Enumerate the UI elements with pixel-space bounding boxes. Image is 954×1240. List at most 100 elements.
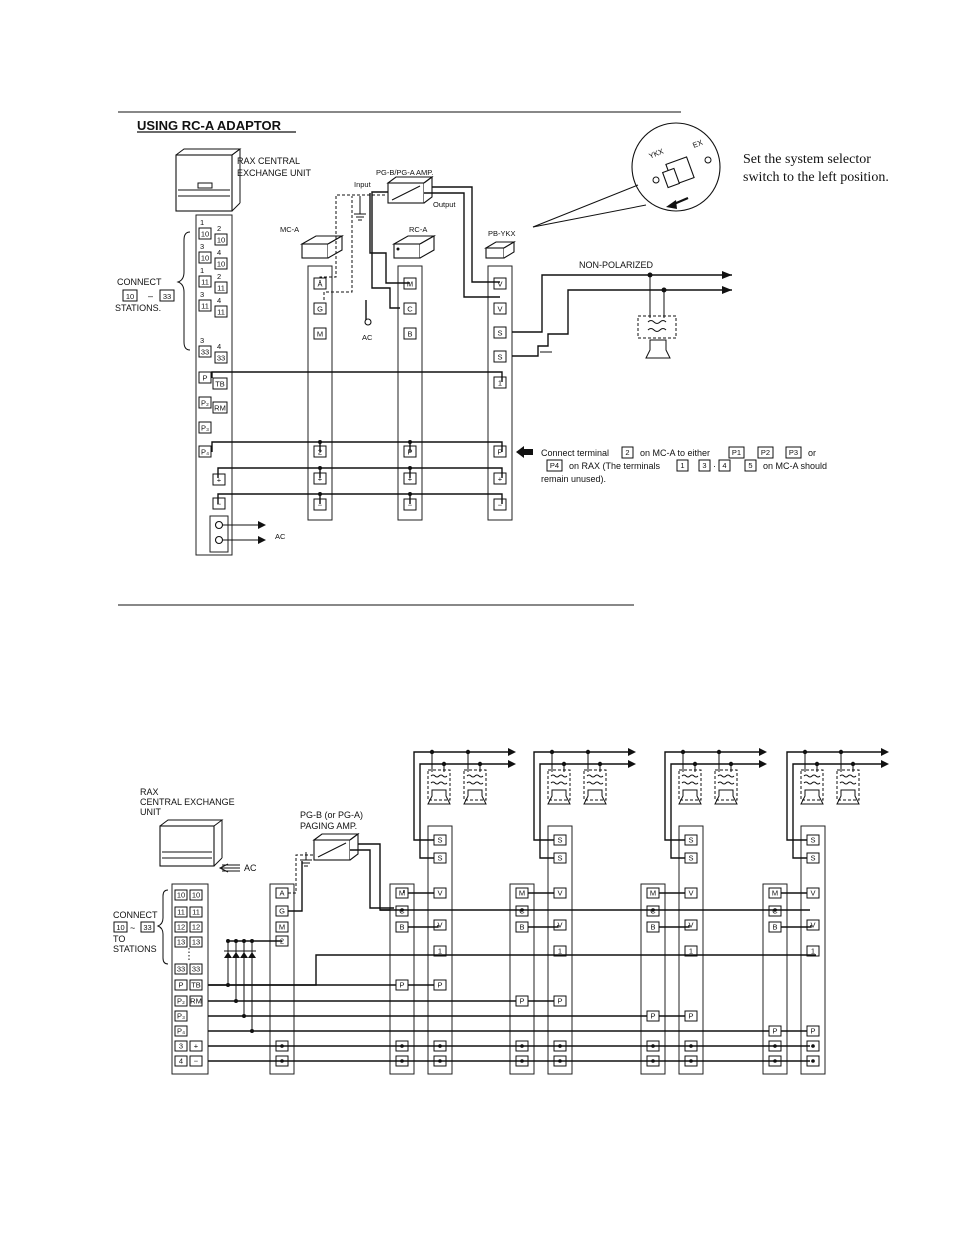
note-line1-b: on MC-A to either bbox=[640, 448, 710, 458]
note-t3: 3 bbox=[702, 461, 706, 470]
rax-term-sup: 3 bbox=[200, 290, 204, 299]
pb-ykx-terminal-strip bbox=[487, 265, 513, 521]
rc-a2-terminal-strip bbox=[389, 883, 415, 1075]
mc-a-label: MC-A bbox=[280, 225, 299, 234]
connect-to: 33 bbox=[163, 292, 171, 301]
rc-a2-term-label: P bbox=[519, 997, 524, 1006]
paging-amp-drawing bbox=[386, 175, 434, 204]
speaker-box bbox=[547, 769, 571, 801]
rax-term-sup: 2 bbox=[217, 272, 221, 281]
rax-term-b-label: 11 bbox=[217, 308, 225, 317]
rax-term-a: 11 bbox=[198, 275, 212, 288]
speaker-box bbox=[678, 769, 702, 801]
ykx2-term: V bbox=[433, 919, 447, 931]
rc-a-label: RC-A bbox=[409, 225, 427, 234]
ykx2-term-label: 1 bbox=[558, 947, 562, 956]
ykx2-terminal-strip bbox=[800, 825, 826, 1075]
rax-label-line1: RAX CENTRAL bbox=[237, 156, 300, 166]
amp-label: PG-B/PG-A AMP. bbox=[376, 168, 433, 177]
pb-ykx-term: S bbox=[493, 326, 507, 339]
rax2-term-a: 11 bbox=[174, 906, 188, 918]
diode-icon bbox=[240, 952, 248, 958]
mc-a-drawing bbox=[299, 235, 345, 259]
rax-term-a: 10 bbox=[198, 251, 212, 264]
rax-term-sup: 4 bbox=[217, 342, 221, 351]
ykx2-term: S bbox=[553, 852, 567, 864]
rax2-unit-drawing bbox=[159, 819, 224, 867]
rax-term-b: 10 bbox=[214, 233, 228, 246]
amp2-label-line2: PAGING AMP. bbox=[300, 821, 357, 831]
rax2-term-a: 10 bbox=[174, 889, 188, 901]
line-arrow-icon bbox=[759, 748, 767, 756]
rax-term-b: 33 bbox=[214, 351, 228, 364]
rax2-term-a: 13 bbox=[174, 936, 188, 948]
mc-a2-term: M bbox=[275, 921, 289, 933]
selector-note-line1: Set the system selector bbox=[743, 152, 871, 167]
ac-plug-label: AC bbox=[362, 333, 373, 342]
rc-a-term-label: − bbox=[408, 501, 413, 510]
rc-a2-term: M bbox=[646, 887, 660, 899]
pb-ykx-term-label: V bbox=[497, 305, 502, 314]
rax2-term-a-label: 12 bbox=[177, 923, 185, 932]
diagram-paging-multiple: RAX CENTRAL EXCHANGE UNIT AC CONNECT 10 … bbox=[113, 748, 889, 1075]
speaker-box bbox=[427, 769, 451, 801]
rax2-ac-label: AC bbox=[244, 863, 257, 873]
rax2-term-a-label: 10 bbox=[177, 891, 185, 900]
ykx2-term: S bbox=[433, 834, 447, 846]
rc-a2-terminal-strip bbox=[640, 883, 666, 1075]
ykx2-term: 1 bbox=[806, 945, 820, 957]
rax2-term-b-label: 10 bbox=[192, 891, 200, 900]
connect-sep: – bbox=[148, 291, 153, 301]
line-arrow-icon bbox=[881, 748, 889, 756]
note-line2-a: on RAX (The terminals bbox=[569, 461, 661, 471]
rax-term-a: 33 bbox=[198, 345, 212, 358]
rax-term-sup: 3 bbox=[200, 242, 204, 251]
ykx2-term-label: S bbox=[810, 836, 815, 845]
rax-p-term: P bbox=[198, 371, 212, 384]
note-line1-a: Connect terminal bbox=[541, 448, 609, 458]
mc-a-term-label: M bbox=[317, 330, 323, 339]
rc-a2-term-label: P bbox=[772, 1027, 777, 1036]
rc-a2-term-label: B bbox=[772, 923, 777, 932]
rax-terminals: 121010341010121111341111343333PP₂P₃P₄TBR… bbox=[198, 218, 228, 510]
mc-a-term-label: A bbox=[317, 280, 322, 289]
selector-switch-knob[interactable] bbox=[661, 167, 681, 189]
rax-minus-term: − bbox=[212, 497, 226, 510]
rax-term-sup: 2 bbox=[217, 224, 221, 233]
ykx2-term-label: P bbox=[810, 1027, 815, 1036]
rax2-terminals: 10101111121213133333PTBP₂RMP₃P₄3+4−AGM2+… bbox=[174, 887, 289, 1067]
rc-a2-term-label: M bbox=[399, 889, 405, 898]
connect2-label: CONNECT bbox=[113, 910, 158, 920]
rax2-term-b-label: 11 bbox=[192, 908, 200, 917]
ykx2-term: V bbox=[806, 887, 820, 899]
ykx2-term: S bbox=[684, 852, 698, 864]
pb-ykx-term: − bbox=[493, 498, 507, 511]
ykx2-term: V bbox=[684, 887, 698, 899]
rax2-p-term-label: P bbox=[178, 981, 183, 990]
non-polarized-label: NON-POLARIZED bbox=[579, 260, 654, 270]
ykx2-term-label: V bbox=[437, 889, 442, 898]
rax2-p-term-b-label: RM bbox=[190, 997, 202, 1006]
ykx2-term: V bbox=[806, 919, 820, 931]
rc-a2-term-label: M bbox=[650, 889, 656, 898]
rax2-p-term-b-label: + bbox=[194, 1042, 199, 1051]
rc-a-term-label: + bbox=[408, 475, 413, 484]
rax2-term-b-label: 12 bbox=[192, 923, 200, 932]
ac-input-arrow-icon bbox=[218, 863, 240, 873]
rax-p-term-label: P₃ bbox=[201, 424, 209, 433]
ykx2-term-label: P bbox=[437, 981, 442, 990]
rax-term-a-label: 10 bbox=[201, 254, 209, 263]
speaker-icon bbox=[836, 789, 860, 805]
pb-ykx-term: 1 bbox=[493, 376, 507, 389]
ykx2-terminal-strip bbox=[547, 825, 573, 1075]
note-or: or bbox=[808, 448, 816, 458]
rax-p-term-label: P bbox=[202, 374, 207, 383]
rc-a2-term-label: P bbox=[399, 981, 404, 990]
rax-rm-term: RM bbox=[212, 401, 228, 414]
mc-a2-term: G bbox=[275, 905, 289, 917]
selector-switch-callout bbox=[532, 122, 721, 228]
ykx2-term: P bbox=[684, 1010, 698, 1022]
